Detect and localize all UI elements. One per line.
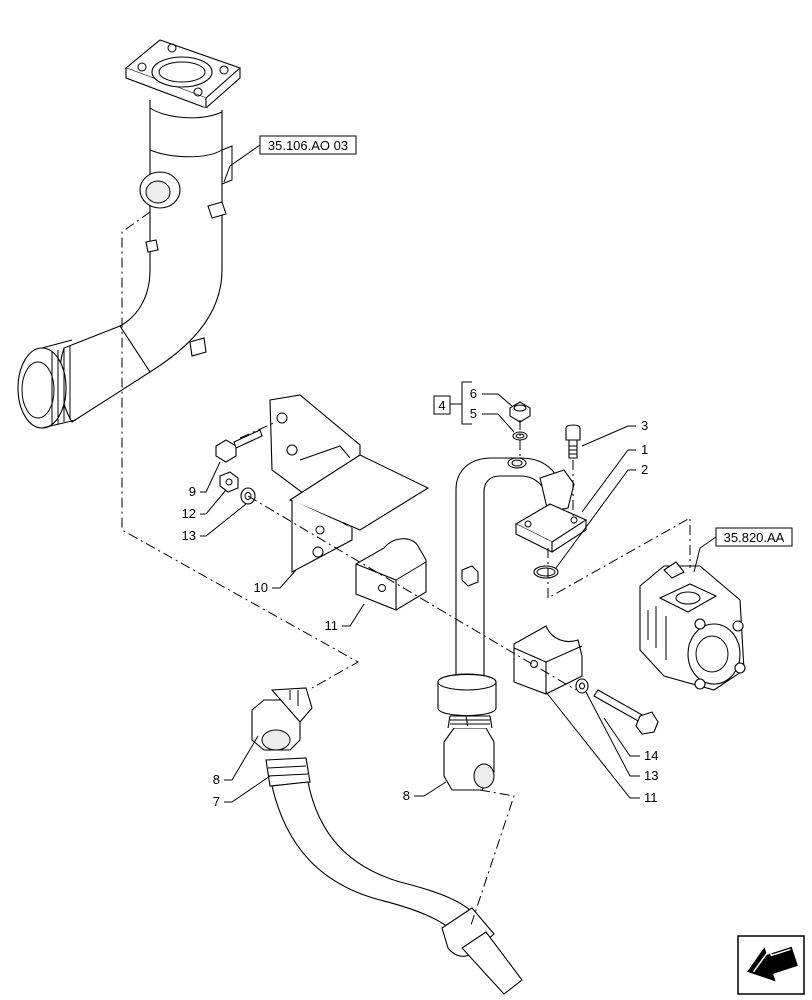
callout-14: 14 bbox=[644, 748, 658, 763]
callout-8-left: 8 bbox=[213, 772, 220, 787]
hydraulic-pump bbox=[639, 561, 746, 691]
callout-13-left: 13 bbox=[182, 528, 196, 543]
o-ring-2 bbox=[533, 565, 559, 579]
hose-fitting-8-left bbox=[251, 687, 313, 751]
assembly-centerlines bbox=[121, 211, 691, 929]
reference-label: 35.820.AA bbox=[724, 530, 785, 545]
upper-manifold-pipe bbox=[17, 39, 242, 429]
kit-group-4: 4 bbox=[433, 381, 472, 425]
mounting-bracket bbox=[269, 394, 430, 573]
kit-number: 4 bbox=[438, 398, 445, 413]
hose-fitting-8-right bbox=[443, 715, 495, 791]
pump-pipe-assembly bbox=[437, 457, 588, 716]
reference-label: 35.106.AO 03 bbox=[268, 138, 348, 153]
plug-6 bbox=[509, 401, 531, 423]
callout-8-right: 8 bbox=[403, 788, 410, 803]
callout-10: 10 bbox=[254, 580, 268, 595]
callout-12: 12 bbox=[182, 506, 196, 521]
screw-3 bbox=[565, 424, 581, 459]
callout-numbers: 6 5 3 1 2 9 12 13 10 11 8 7 8 14 13 11 bbox=[182, 386, 659, 809]
callout-2: 2 bbox=[641, 462, 648, 477]
callout-13-right: 13 bbox=[644, 768, 658, 783]
callout-5: 5 bbox=[470, 406, 477, 421]
callout-leaders bbox=[200, 393, 640, 803]
callout-9: 9 bbox=[189, 484, 196, 499]
clamp-half-11-upper bbox=[355, 538, 427, 611]
clamp-half-11-lower bbox=[513, 625, 583, 695]
callout-6: 6 bbox=[470, 386, 477, 401]
reference-link-35-820[interactable]: 35.820.AA bbox=[693, 527, 793, 573]
callout-11-right: 11 bbox=[644, 790, 658, 805]
callout-7: 7 bbox=[213, 794, 220, 809]
callout-3: 3 bbox=[641, 418, 648, 433]
next-page-arrow-icon[interactable] bbox=[737, 935, 805, 995]
nut-12 bbox=[219, 471, 239, 493]
callout-1: 1 bbox=[641, 442, 648, 457]
bolt-14 bbox=[593, 689, 659, 735]
reference-link-35-106[interactable]: 35.106.AO 03 bbox=[223, 135, 357, 183]
washer-13-right bbox=[575, 678, 589, 694]
hose-7 bbox=[265, 757, 523, 995]
bolt-9 bbox=[215, 429, 263, 463]
callout-11-left: 11 bbox=[325, 618, 339, 633]
